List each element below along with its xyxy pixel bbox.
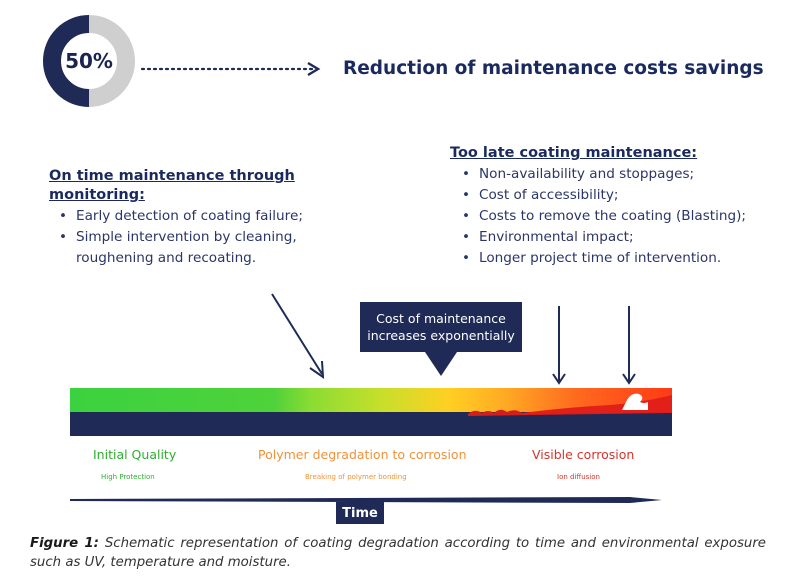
- donut-fill: [43, 15, 90, 107]
- on-time-list: Early detection of coating failure; Simp…: [58, 206, 348, 269]
- callout-arrow-icon: [425, 352, 457, 376]
- phase-3-label: Visible corrosion: [532, 447, 635, 462]
- too-late-title: Too late coating maintenance:: [450, 145, 698, 161]
- diagonal-arrow-head: [309, 360, 325, 379]
- figure-caption: Figure 1: Schematic representation of co…: [30, 534, 766, 572]
- callout-line-2: increases exponentially: [367, 328, 515, 343]
- list-item: Cost of accessibility;: [461, 185, 781, 206]
- list-item: Environmental impact;: [461, 227, 781, 248]
- substrate-bar: [70, 412, 672, 436]
- list-item: Non-availability and stoppages;: [461, 164, 781, 185]
- on-time-title: On time maintenance through monitoring:: [49, 168, 295, 203]
- phase-2-sub: Breaking of polymer bonding: [305, 473, 407, 481]
- phase-2-label: Polymer degradation to corrosion: [258, 447, 467, 462]
- dotted-arrow: [140, 61, 321, 77]
- list-item: Simple intervention by cleaning, roughen…: [58, 227, 348, 269]
- callout-line-1: Cost of maintenance: [376, 311, 506, 326]
- headline: Reduction of maintenance costs savings: [343, 58, 764, 79]
- list-item: Costs to remove the coating (Blasting);: [461, 206, 781, 227]
- phase-1-label: Initial Quality: [93, 447, 177, 462]
- phase-3-sub: Ion diffusion: [557, 473, 600, 481]
- caption-text: Schematic representation of coating degr…: [30, 536, 766, 570]
- corrosion-layer: [522, 395, 672, 414]
- list-item: Early detection of coating failure;: [58, 206, 348, 227]
- percent-donut-chart: [43, 15, 135, 107]
- time-label: Time: [336, 502, 384, 524]
- phase-1-sub: High Protection: [101, 473, 155, 481]
- coating-crack-icon: [622, 393, 648, 410]
- caption-lead: Figure 1:: [30, 536, 99, 551]
- percent-label: 50%: [65, 49, 113, 73]
- too-late-list: Non-availability and stoppages; Cost of …: [461, 164, 781, 269]
- list-item: Longer project time of intervention.: [461, 248, 781, 269]
- cost-callout: Cost of maintenance increases exponentia…: [360, 302, 522, 352]
- diagonal-arrow: [271, 293, 323, 375]
- corrosion-marks: [468, 393, 672, 416]
- time-arrow: [70, 497, 662, 503]
